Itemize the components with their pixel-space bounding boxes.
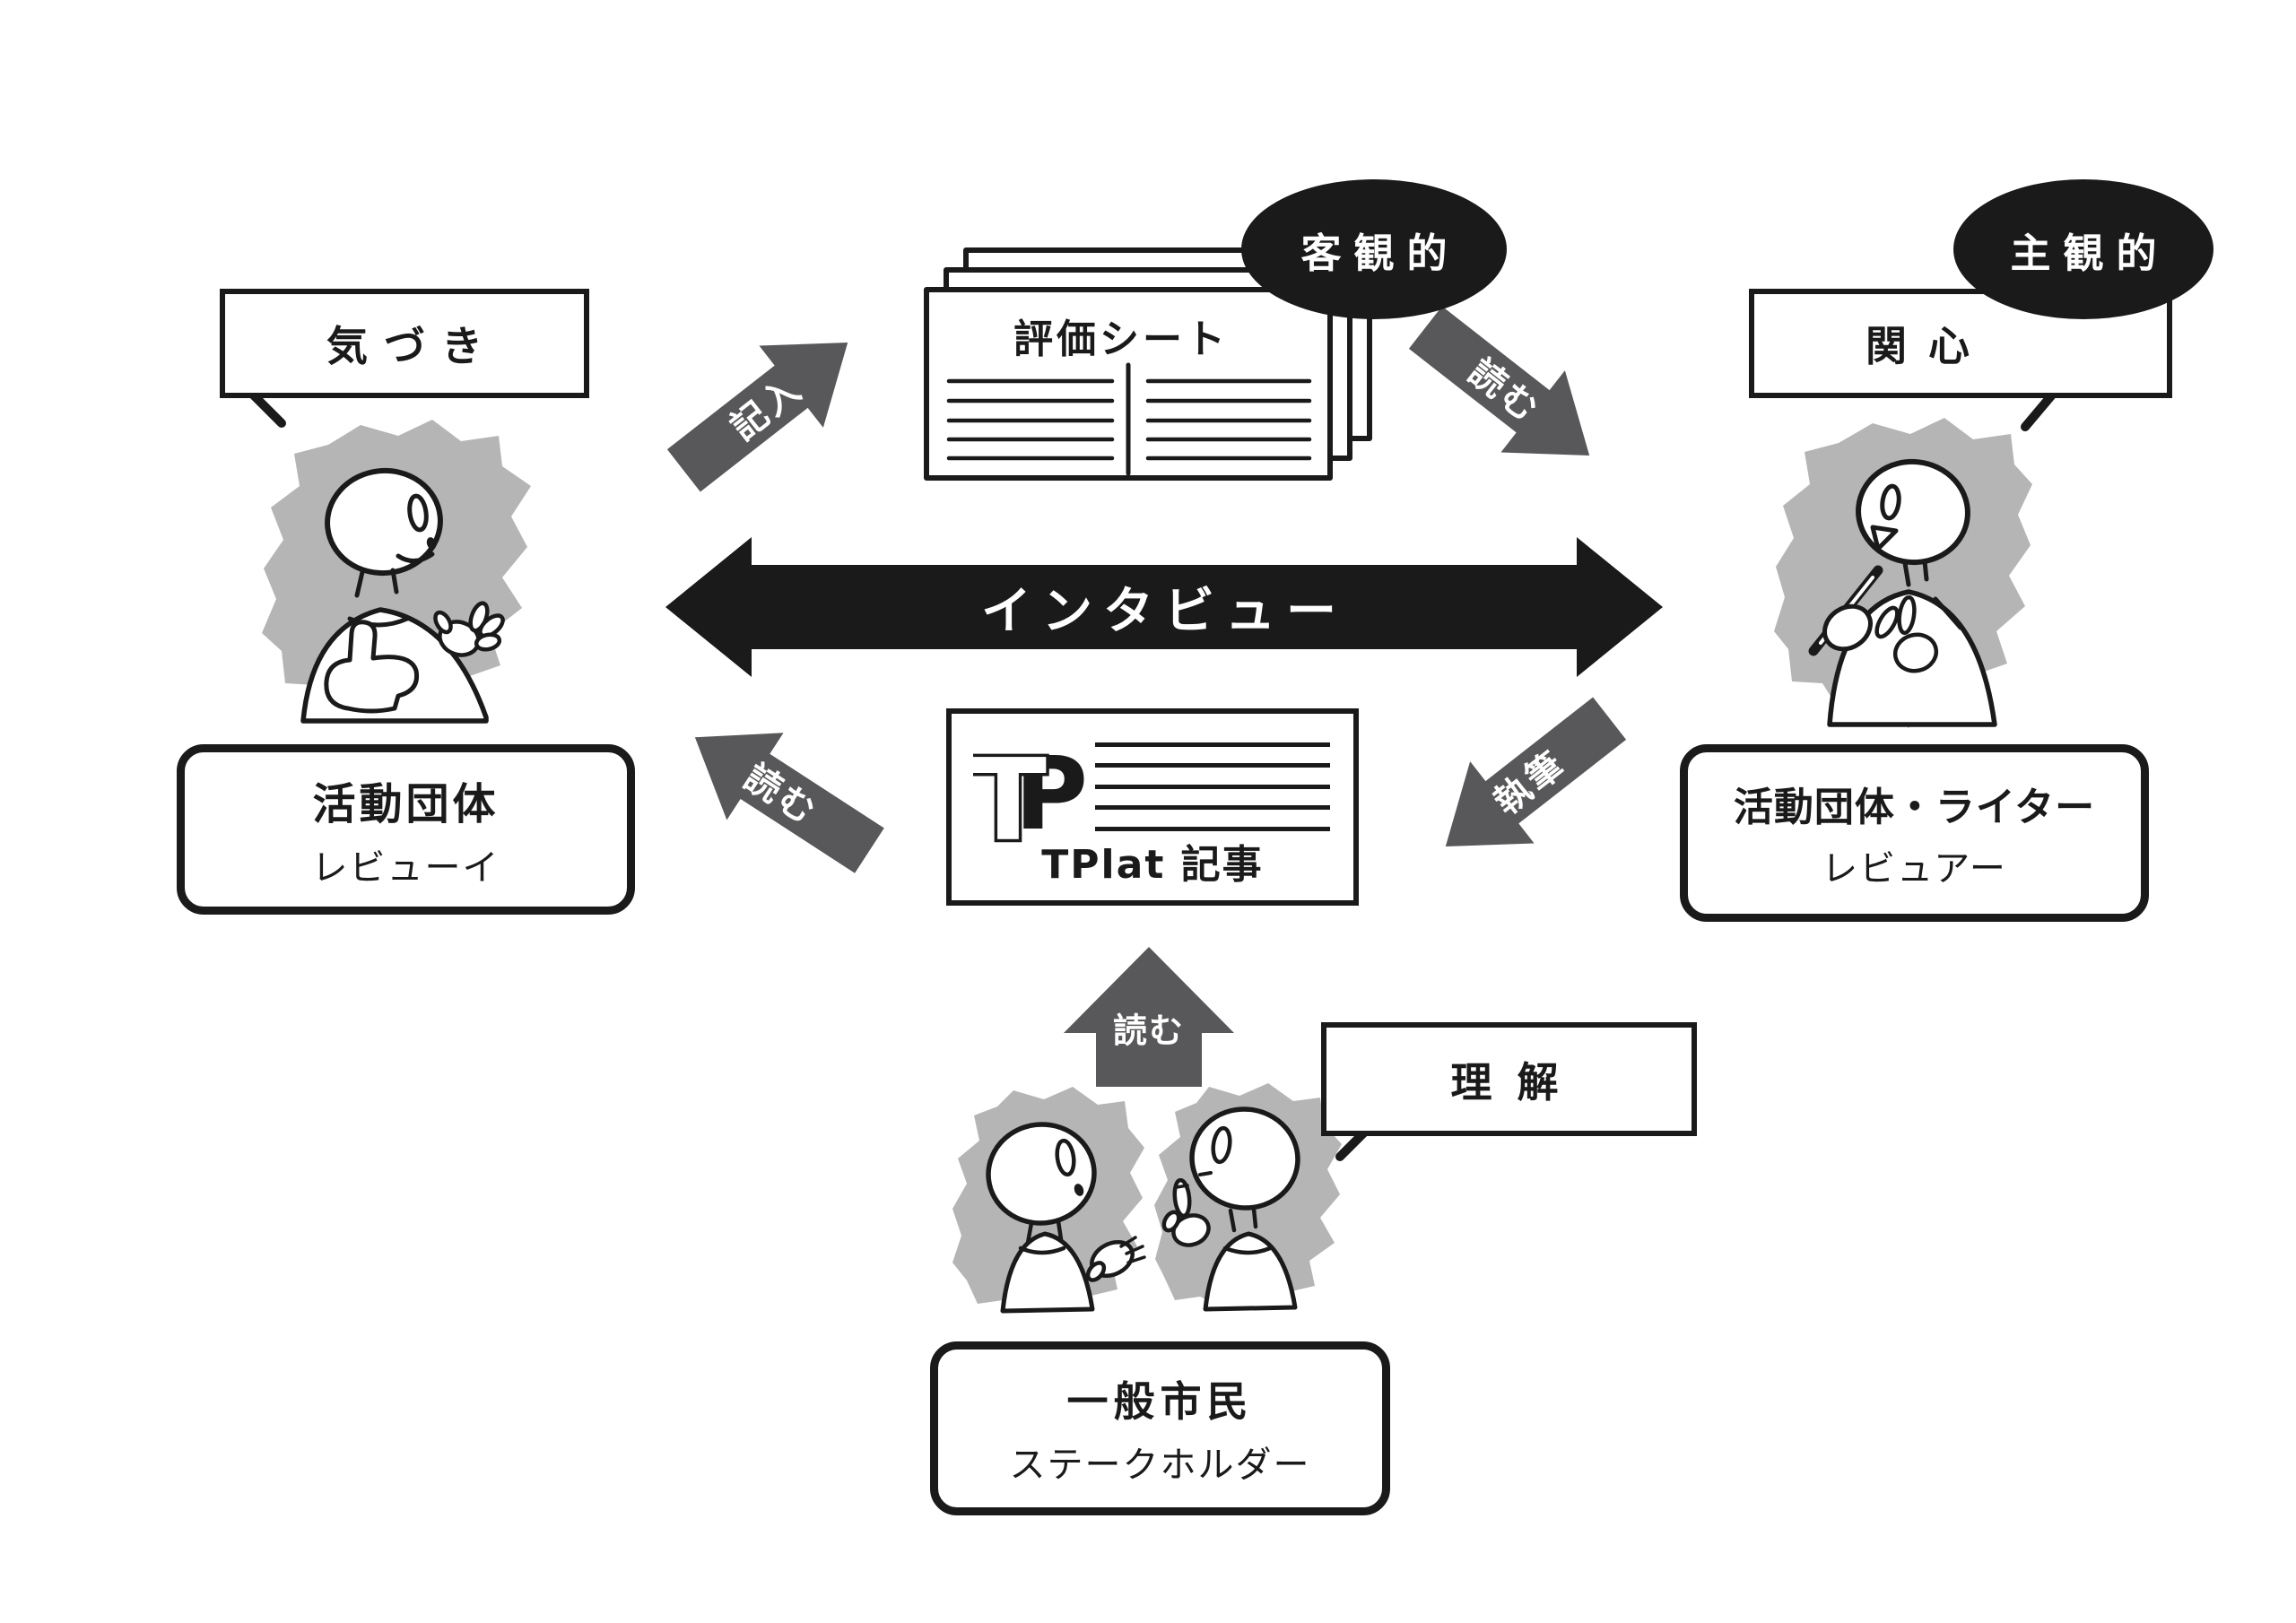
actor-box-writer: 活動団体・ライター レビュアー (1680, 744, 2149, 922)
fill-in-arrow (666, 342, 848, 492)
read-sheet-arrow (1408, 306, 1590, 456)
tplat-logo-t: T (973, 734, 1047, 863)
subjective-badge: 主観的 (1953, 179, 2213, 319)
actor-box-reviewee: 活動団体 レビューイ (177, 744, 635, 915)
citizen-title: 一般市民 (1066, 1377, 1254, 1426)
evaluation-sheet-title: 評価シート (1013, 317, 1229, 362)
article-text-line (1095, 763, 1330, 768)
tplat-logo-icon: P T (973, 732, 1086, 864)
awareness-label: 気づき (326, 322, 499, 370)
reviewee-subtitle: レビューイ (311, 847, 500, 889)
citizen-left-person-illustration (952, 1087, 1146, 1314)
article-text-line (1095, 785, 1330, 789)
subjective-label: 主観的 (2010, 229, 2170, 277)
objective-badge: 客観的 (1241, 179, 1507, 319)
writer-person-illustration (1774, 418, 2032, 728)
objective-label: 客観的 (1300, 229, 1460, 277)
reviewee-title: 活動団体 (312, 779, 500, 829)
read-up-arrow (1064, 947, 1234, 1087)
article-text-line (1095, 805, 1330, 810)
tplat-logo-p: P (1014, 736, 1086, 853)
tplat-article-card: P T TPlat 記事 (946, 708, 1359, 906)
interview-double-arrow (665, 537, 1663, 677)
read-up-arrow-label: 読む (1112, 1011, 1186, 1051)
article-text-line (1095, 742, 1330, 747)
interest-label: 関心 (1866, 322, 1991, 370)
writer-subtitle: レビュアー (1822, 848, 2007, 890)
read-article-arrow (694, 733, 884, 873)
understanding-speech-box: 理解 (1321, 1022, 1697, 1136)
awareness-speech-box: 気づき (220, 289, 589, 398)
actor-box-citizen: 一般市民 ステークホルダー (930, 1341, 1390, 1515)
interest-bubble-tail (2021, 388, 2058, 431)
understanding-label: 理解 (1450, 1057, 1584, 1107)
article-text-line (1095, 827, 1330, 831)
action-arrows (666, 306, 1627, 1087)
citizen-right-person-illustration (1154, 1083, 1342, 1312)
reviewee-person-illustration (262, 420, 531, 724)
writer-title: 活動団体・ライター (1733, 785, 2096, 830)
interview-arrow-label: インタビュー (981, 582, 1347, 641)
tplat-article-label: TPlat 記事 (1041, 842, 1264, 888)
citizen-subtitle: ステークホルダー (1009, 1445, 1311, 1486)
write-arrow (1445, 697, 1627, 847)
